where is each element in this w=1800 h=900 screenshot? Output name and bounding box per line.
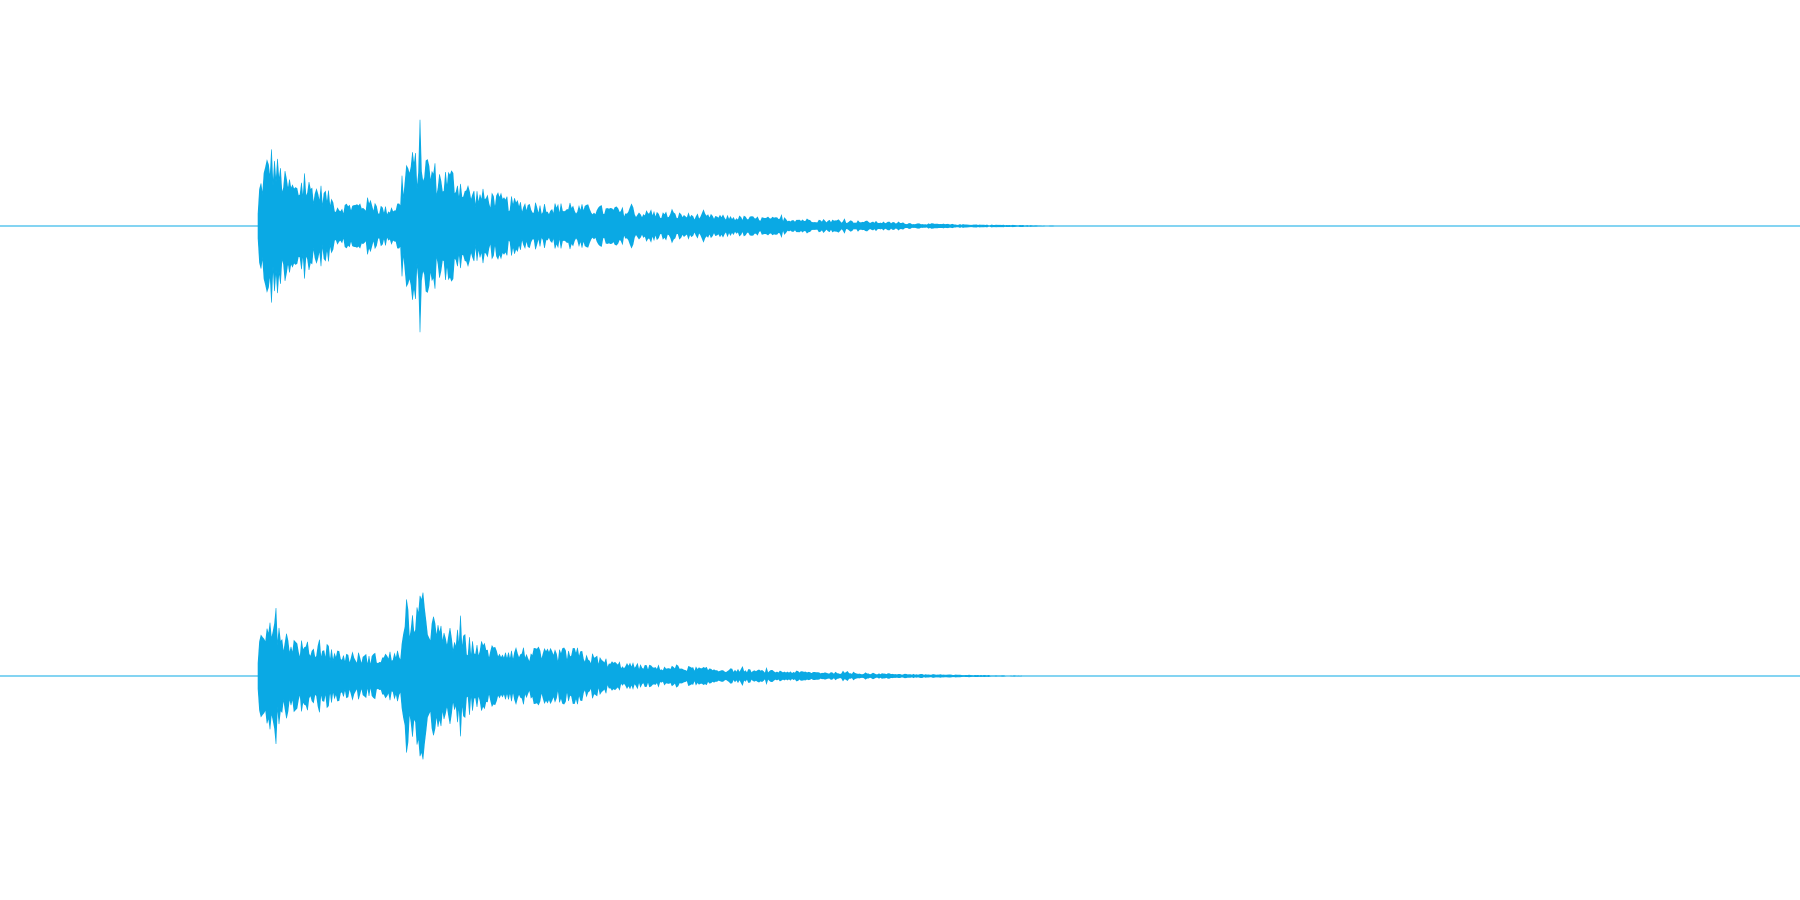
waveform-channel-2: [257, 592, 1061, 760]
channel-2-track: [0, 592, 1800, 760]
channel-1-track: [0, 119, 1800, 333]
waveform-channel-1: [257, 119, 1799, 333]
